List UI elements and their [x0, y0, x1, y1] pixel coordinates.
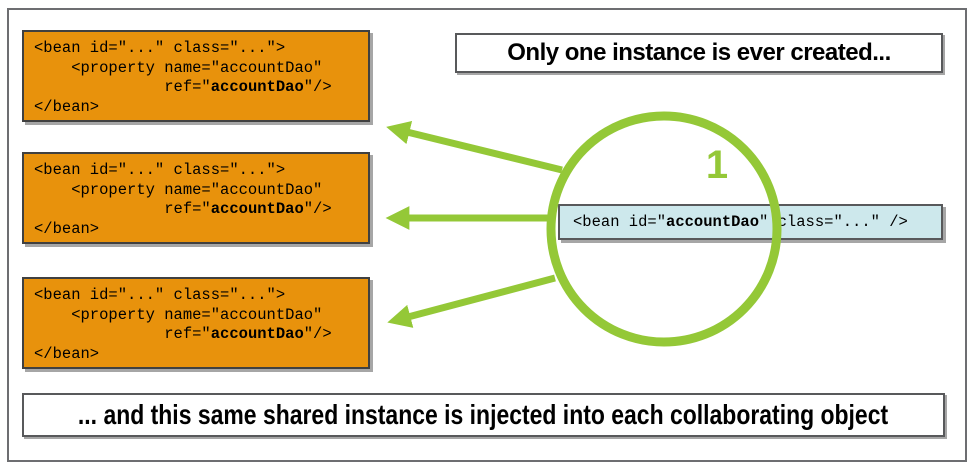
singleton-bean-box: <bean id="accountDao" class="..." />	[558, 204, 943, 240]
top-caption-box: Only one instance is ever created...	[455, 33, 943, 73]
outer-frame: <bean id="..." class="..."> <property na…	[7, 8, 967, 462]
code-text: "/>	[303, 200, 332, 218]
top-caption-text: Only one instance is ever created...	[507, 39, 891, 66]
code-bold-ref: accountDao	[210, 325, 304, 343]
code-bold-ref: accountDao	[210, 200, 304, 218]
collaborator-bean-box-2: <bean id="..." class="..."> <property na…	[22, 152, 370, 244]
injection-arrow-bottom	[387, 274, 556, 328]
code-text: ref="	[34, 78, 211, 96]
collaborator-bean-box-3: <bean id="..." class="..."> <property na…	[22, 277, 370, 369]
collaborator-bean-box-1: <bean id="..." class="..."> <property na…	[22, 30, 370, 122]
code-text: "/>	[303, 78, 332, 96]
code-line: <bean id="..." class="...">	[34, 161, 286, 179]
code-line: </bean>	[34, 97, 100, 116]
code-text: " class="..." />	[759, 213, 908, 231]
code-line: <property name="accountDao"	[34, 180, 323, 199]
code-line: <property name="accountDao"	[34, 58, 323, 77]
code-bold-id: accountDao	[666, 213, 760, 231]
code-line: ref="accountDao"/>	[34, 78, 368, 98]
singleton-bean-code: <bean id="accountDao" class="..." />	[573, 213, 908, 231]
injection-arrow-top	[386, 121, 563, 174]
code-line: </bean>	[34, 344, 100, 363]
code-line: <property name="accountDao"	[34, 305, 323, 324]
code-bold-ref: accountDao	[210, 78, 304, 96]
code-line: ref="accountDao"/>	[34, 325, 368, 345]
code-line: <bean id="..." class="...">	[34, 39, 286, 57]
bottom-caption-text: ... and this same shared instance is inj…	[78, 399, 889, 430]
instance-count-label: 1	[706, 143, 728, 187]
code-line: <bean id="..." class="...">	[34, 286, 286, 304]
code-line: </bean>	[34, 219, 100, 238]
code-text: "/>	[303, 325, 332, 343]
bottom-caption-box: ... and this same shared instance is inj…	[22, 393, 945, 437]
code-text: <bean id="	[573, 213, 667, 231]
code-text: ref="	[34, 325, 211, 343]
code-line: ref="accountDao"/>	[34, 200, 368, 220]
code-text: ref="	[34, 200, 211, 218]
